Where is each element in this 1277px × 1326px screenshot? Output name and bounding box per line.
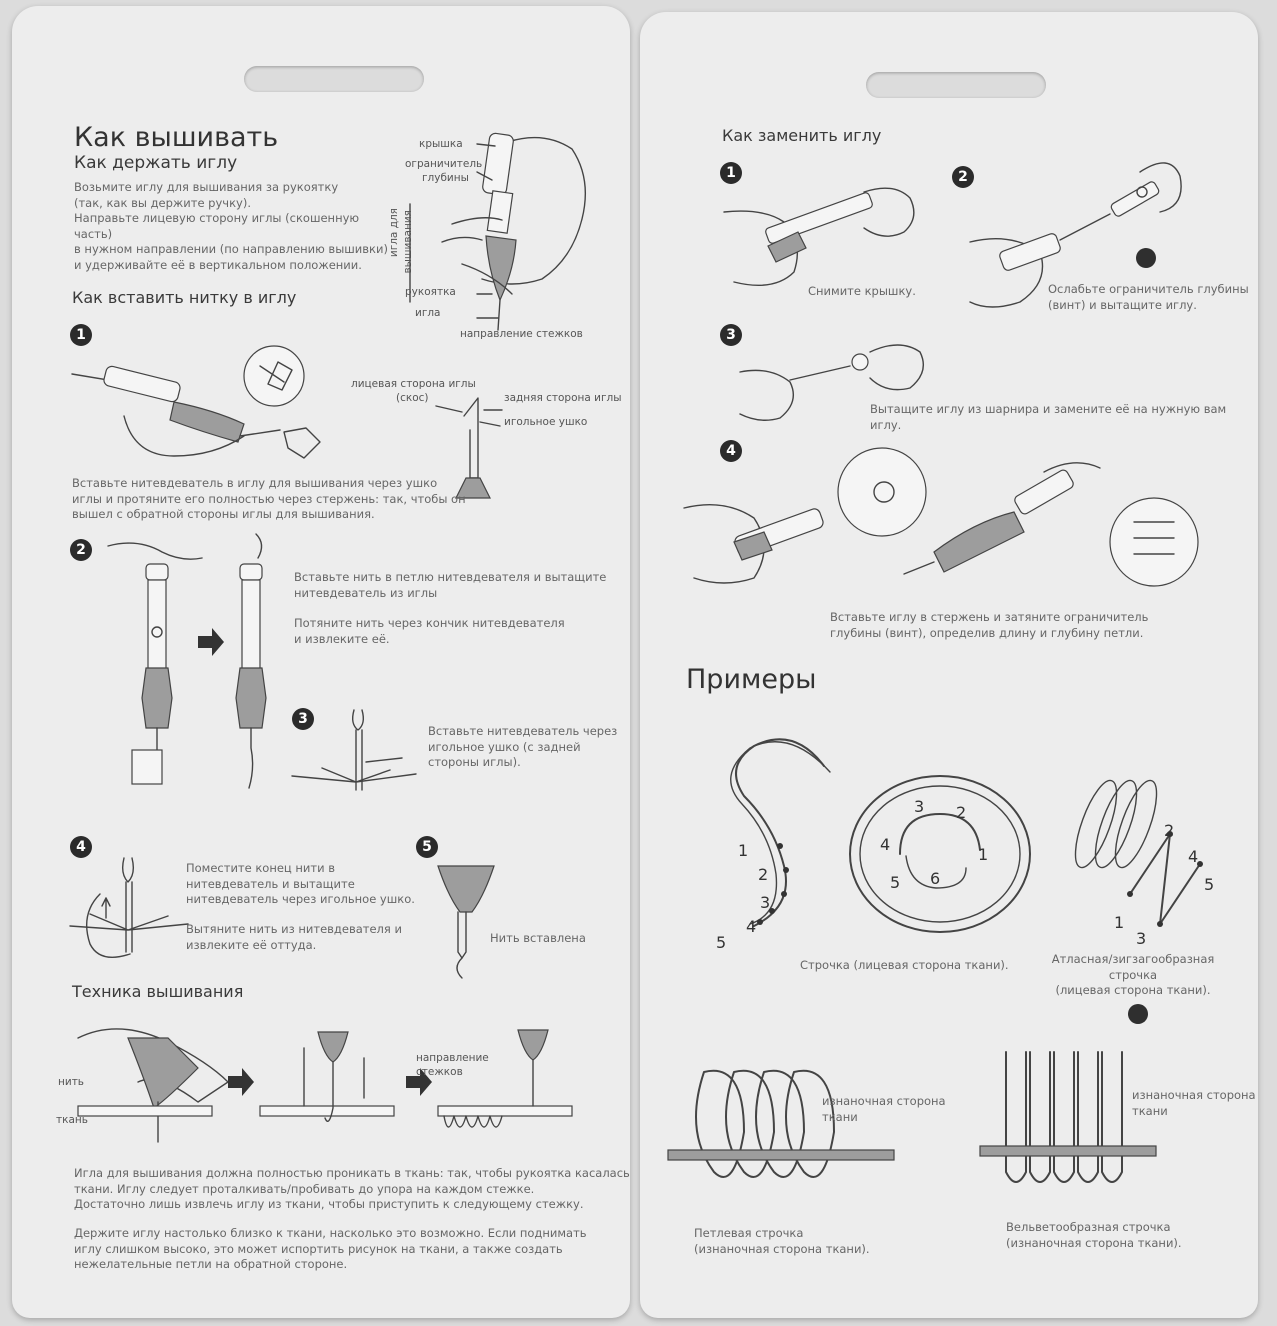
running-num-2: 2 <box>758 865 768 884</box>
technique-text-b: Держите иглу настолько близко к ткани, н… <box>74 1226 587 1271</box>
thread-through-eye-illustration <box>69 857 189 958</box>
main-title: Как вышивать <box>74 122 279 153</box>
remove-cap-illustration <box>723 187 915 287</box>
label-limiter: ограничитель <box>405 158 483 170</box>
running-num-3: 3 <box>760 893 770 912</box>
threader-eye-illustration <box>291 709 417 791</box>
replace-step-1-caption: Снимите крышку. <box>808 284 916 298</box>
insert-needle-illustration <box>683 447 1199 587</box>
running-num-5: 5 <box>716 933 726 952</box>
running-stitch-diagram: 1 2 3 4 5 <box>716 738 831 952</box>
label-direction: направление стежков <box>460 328 583 340</box>
loosen-screw-illustration <box>969 162 1182 308</box>
satin-stitch-diagram: 1 2 3 4 5 <box>1074 779 1214 948</box>
running-num-4: 4 <box>746 917 756 936</box>
replace-heading: Как заменить иглу <box>722 126 882 145</box>
label-stitch-direction-1: направление <box>416 1052 489 1064</box>
label-cap: крышка <box>419 138 463 150</box>
label-bevel: (скос) <box>396 392 429 404</box>
thread-step-1-text: Вставьте нитевдеватель в иглу для вышива… <box>72 476 466 521</box>
thread-step-2-text-b: Потяните нить через кончик нитевдевателя… <box>294 616 565 646</box>
technique-text-a: Игла для вышивания должна полностью прон… <box>74 1166 630 1211</box>
satin-num-1: 1 <box>1114 913 1124 932</box>
label-needle-vertical-1: игла для <box>388 208 400 258</box>
spiral-num-4: 4 <box>880 835 890 854</box>
examples-heading: Примеры <box>686 664 817 695</box>
label-needle-eye: игольное ушко <box>504 416 588 428</box>
loop-stitch-diagram <box>667 1069 895 1178</box>
threader-insert-illustration <box>71 345 321 459</box>
thread-step-3-badge: 3 <box>292 708 314 730</box>
running-num-1: 1 <box>738 841 748 860</box>
hang-slot <box>244 66 424 92</box>
label-back-side: задняя сторона иглы <box>504 392 622 404</box>
threader-pull-illustration <box>107 533 267 789</box>
technique-heading: Техника вышивания <box>72 982 244 1001</box>
satin-num-2: 2 <box>1164 821 1174 840</box>
thread-step-5-text: Нить вставлена <box>490 931 586 945</box>
replace-step-3-caption: Вытащите иглу из шарнира и замените её н… <box>870 402 1227 432</box>
spiral-num-1: 1 <box>978 845 988 864</box>
label-fabric: ткань <box>56 1114 88 1126</box>
hang-slot <box>866 72 1046 98</box>
velvet-stitch-diagram <box>979 1051 1157 1183</box>
pull-needle-illustration <box>739 344 924 421</box>
embroidery-technique-illustration <box>77 1028 573 1143</box>
spiral-num-6: 6 <box>930 869 940 888</box>
hang-hole <box>1128 1004 1148 1024</box>
spiral-num-3: 3 <box>914 797 924 816</box>
thread-step-4-badge: 4 <box>70 836 92 858</box>
satin-num-3: 3 <box>1136 929 1146 948</box>
label-needle: игла <box>415 307 441 319</box>
label-front-side: лицевая сторона иглы <box>351 378 476 390</box>
satin-num-5: 5 <box>1204 875 1214 894</box>
satin-num-4: 4 <box>1188 847 1198 866</box>
spiral-num-5: 5 <box>890 873 900 892</box>
replace-step-1-badge: 1 <box>720 162 742 184</box>
running-caption: Строчка (лицевая сторона ткани). <box>800 958 1009 972</box>
label-depth: глубины <box>422 172 469 184</box>
thread-step-2-text-a: Вставьте нить в петлю нитевдевателя и вы… <box>294 570 607 600</box>
threaded-needle-illustration <box>437 865 495 979</box>
hold-text: Возьмите иглу для вышивания за рукоятку(… <box>74 180 388 272</box>
replace-step-2-caption: Ослабьте ограничитель глубины(винт) и вы… <box>1048 282 1249 312</box>
thread-step-1-badge: 1 <box>70 324 92 346</box>
label-needle-vertical-2: вышивания <box>402 210 414 274</box>
thread-step-2-badge: 2 <box>70 539 92 561</box>
thread-heading: Как вставить нитку в иглу <box>72 288 297 307</box>
hand-holding-needle-illustration <box>409 132 587 331</box>
hold-heading: Как держать иглу <box>74 153 238 173</box>
replace-step-3-badge: 3 <box>720 324 742 346</box>
loop-caption: Петлевая строчка(изнаночная сторона ткан… <box>694 1226 870 1256</box>
satin-caption: Атласная/зигзагообразная строчка(лицевая… <box>1051 952 1215 997</box>
velvet-caption: Вельветообразная строчка(изнаночная стор… <box>1006 1220 1182 1250</box>
replace-step-4-caption: Вставьте иглу в стержень и затяните огра… <box>830 610 1149 640</box>
thread-step-5-badge: 5 <box>416 836 438 858</box>
label-stitch-direction-2: стежков <box>416 1066 463 1078</box>
hang-hole <box>1136 248 1156 268</box>
needle-closeup-illustration <box>435 397 503 499</box>
left-instruction-card: Как вышивать Как держать иглу Возьмите и… <box>12 6 630 1318</box>
spiral-num-2: 2 <box>956 803 966 822</box>
replace-step-4-badge: 4 <box>720 440 742 462</box>
label-handle: рукоятка <box>405 286 456 298</box>
spiral-stitch-diagram: 3 2 4 1 5 6 <box>849 775 1031 933</box>
label-thread: нить <box>58 1076 84 1088</box>
replace-step-2-badge: 2 <box>952 166 974 188</box>
right-instruction-card: Как заменить иглу 1 Снимите крышку. 2 Ос… <box>640 12 1258 1318</box>
